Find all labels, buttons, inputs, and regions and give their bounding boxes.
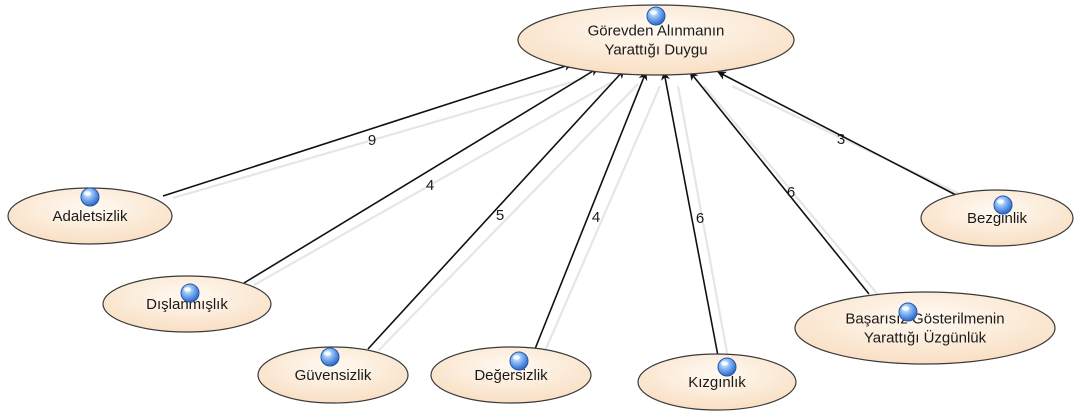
edge-ghost-line bbox=[731, 85, 967, 198]
edge-line bbox=[661, 71, 719, 357]
blue-sphere-icon bbox=[180, 283, 200, 303]
blue-sphere-icon bbox=[80, 187, 100, 207]
node-ellipse bbox=[257, 346, 409, 404]
edge-weight-label: 6 bbox=[787, 184, 795, 201]
node-ellipse bbox=[430, 346, 592, 404]
node-label: Bezginlik bbox=[967, 210, 1028, 227]
edge-weight-label: 5 bbox=[496, 207, 504, 224]
node-ellipse bbox=[637, 353, 797, 411]
edges-layer: 9 4 5 4 6 6 3 bbox=[162, 62, 967, 359]
edge-guvensizlik[interactable]: 5 bbox=[367, 69, 639, 352]
edge-ghost-line bbox=[703, 85, 880, 297]
node-label: Adaletsizlik bbox=[52, 208, 128, 225]
blue-sphere-icon bbox=[898, 302, 918, 322]
edge-line bbox=[689, 71, 870, 295]
edge-ghost-line bbox=[253, 81, 613, 286]
node-ellipse bbox=[794, 291, 1056, 365]
node-label: Yarattığı Üzgünlük bbox=[864, 329, 987, 347]
edge-weight-label: 4 bbox=[426, 177, 434, 194]
edge-line bbox=[534, 71, 648, 350]
node-adaletsizlik[interactable]: Adaletsizlik bbox=[7, 187, 173, 245]
edge-bezginlik[interactable]: 3 bbox=[717, 71, 967, 198]
edge-line bbox=[162, 62, 573, 197]
node-ellipse bbox=[920, 189, 1074, 247]
node-label: Dışlanmışlık bbox=[146, 296, 228, 313]
edge-ghost-line bbox=[676, 85, 730, 359]
blue-sphere-icon bbox=[717, 357, 737, 377]
edge-basarisiz[interactable]: 6 bbox=[689, 71, 880, 297]
edge-kizginlik[interactable]: 6 bbox=[661, 71, 730, 359]
blue-sphere-icon bbox=[509, 351, 529, 371]
node-label: Görevden Alınmanın bbox=[588, 23, 725, 40]
blue-sphere-icon bbox=[993, 195, 1013, 215]
node-label: Başarısız Gösterilmenin bbox=[845, 311, 1004, 328]
edge-ghost-line bbox=[543, 85, 662, 352]
edge-weight-label: 6 bbox=[696, 210, 704, 227]
node-guvensizlik[interactable]: Güvensizlik bbox=[257, 346, 409, 404]
edge-line bbox=[243, 67, 599, 284]
edge-line bbox=[367, 69, 625, 350]
blue-sphere-icon bbox=[320, 347, 340, 367]
node-degersizlik[interactable]: Değersizlik bbox=[430, 346, 592, 404]
node-label: Kızgınlık bbox=[688, 374, 746, 391]
node-kizginlik[interactable]: Kızgınlık bbox=[637, 353, 797, 411]
node-label: Güvensizlik bbox=[295, 367, 372, 384]
edge-adaletsizlik[interactable]: 9 bbox=[162, 62, 587, 200]
blue-sphere-icon bbox=[646, 6, 666, 26]
edge-weight-label: 4 bbox=[592, 209, 600, 226]
edge-ghost-line bbox=[172, 76, 587, 200]
edge-ghost-line bbox=[377, 83, 639, 352]
edge-line bbox=[717, 71, 957, 196]
node-ellipse bbox=[102, 275, 272, 333]
edge-dislanmislik[interactable]: 4 bbox=[243, 67, 613, 286]
node-ellipse bbox=[517, 4, 795, 76]
node-label: Değersizlik bbox=[474, 367, 548, 384]
edge-degersizlik[interactable]: 4 bbox=[534, 71, 662, 352]
node-bezginlik[interactable]: Bezginlik bbox=[920, 189, 1074, 247]
node-label: Yarattığı Duygu bbox=[604, 42, 707, 59]
edge-weight-label: 9 bbox=[368, 132, 376, 149]
edge-weight-label: 3 bbox=[837, 131, 845, 148]
node-dislanmislik[interactable]: Dışlanmışlık bbox=[102, 275, 272, 333]
